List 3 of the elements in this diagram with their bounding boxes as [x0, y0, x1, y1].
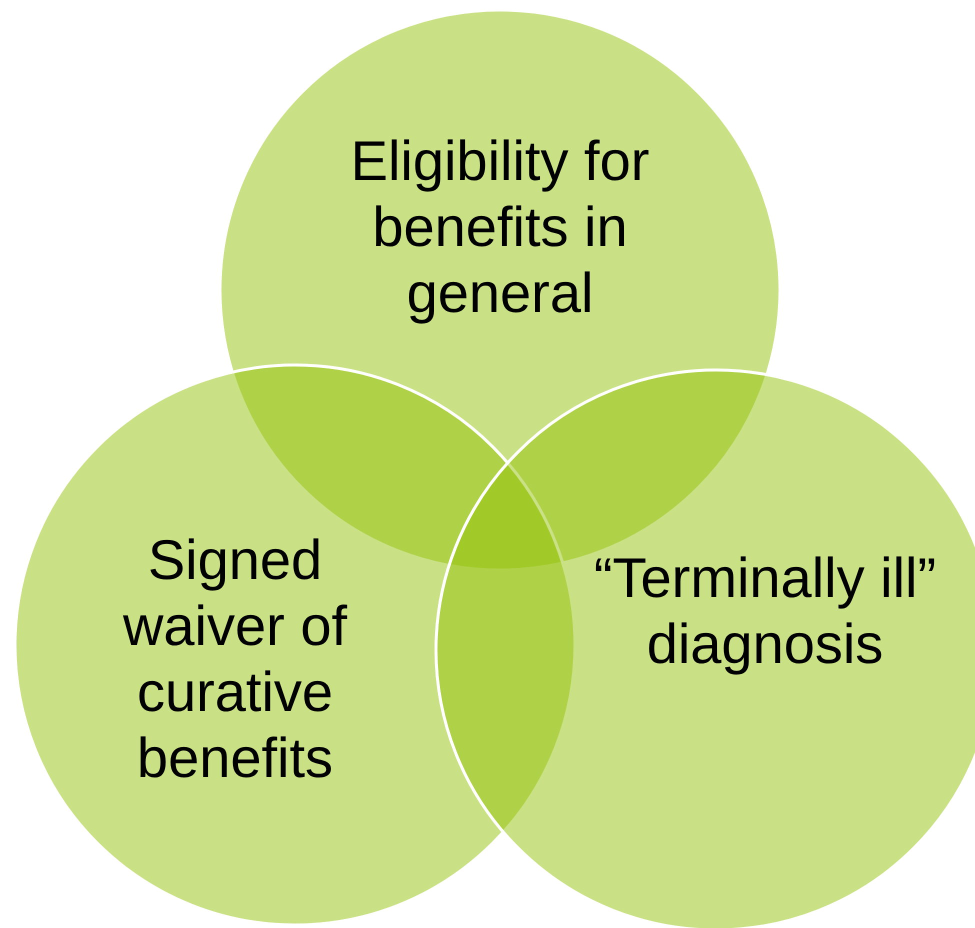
circle-label: Eligibility for benefits in general: [350, 128, 650, 326]
circle-label: Signed waiver of curative benefits: [122, 527, 348, 792]
circle-label: “Terminally ill” diagnosis: [592, 545, 938, 678]
